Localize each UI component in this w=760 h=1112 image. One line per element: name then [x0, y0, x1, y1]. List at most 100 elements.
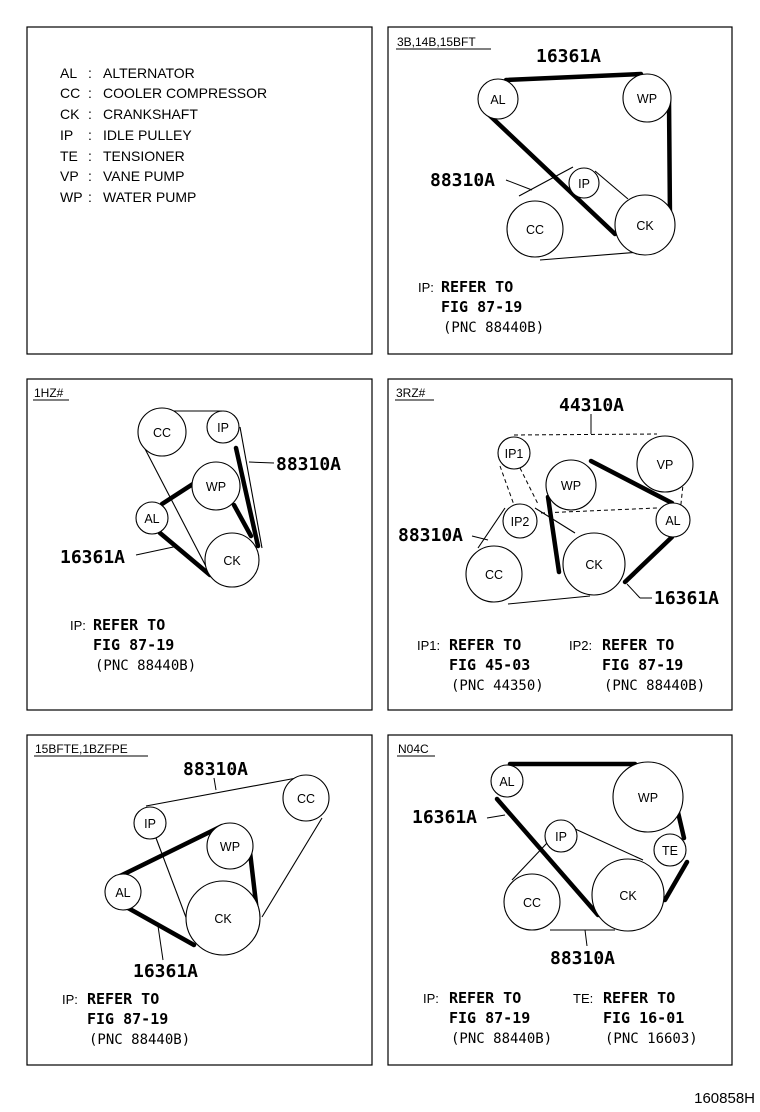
- water-pump-pulley: [612, 761, 684, 833]
- legend-sep: :: [88, 148, 92, 164]
- belt-16361a-segment: [483, 109, 618, 237]
- ref-prefix: IP1:: [417, 638, 440, 653]
- ref-line: REFER TO: [602, 636, 674, 654]
- ref-line: REFER TO: [449, 989, 521, 1007]
- illustration-code: 160858H: [694, 1090, 755, 1107]
- ref-prefix: IP:: [70, 618, 86, 633]
- cooler-compressor-pulley: [282, 774, 330, 822]
- legend-sep: :: [88, 127, 92, 143]
- cooler-compressor-pulley: [503, 873, 561, 931]
- pulley-label: IP: [578, 177, 590, 191]
- legend-sep: :: [88, 65, 92, 81]
- legend-code: VP: [60, 168, 79, 184]
- crankshaft-pulley: [614, 194, 676, 256]
- belt-88310a-segment: [142, 444, 213, 579]
- legend-code: CK: [60, 106, 80, 122]
- part-number-88310a: 88310A: [550, 948, 615, 969]
- water-pump-pulley: [191, 461, 241, 511]
- belt-16361a-segment: [545, 494, 562, 575]
- engine-tag: 15BFTE,1BZFPE: [35, 742, 128, 756]
- idle-pulley-2: [502, 503, 538, 539]
- pulley-label: IP1: [505, 447, 524, 461]
- belt-88310a-segment: [507, 595, 591, 605]
- belt-88310a-segment: [518, 166, 574, 197]
- alternator-pulley: [655, 502, 691, 538]
- crankshaft-pulley: [185, 880, 261, 956]
- legend-sep: :: [88, 106, 92, 122]
- pulley-label: CC: [485, 568, 503, 582]
- ref-prefix: IP:: [62, 992, 78, 1007]
- legend-row-vp: VP : VANE PUMP: [60, 168, 184, 184]
- panel-15bfte-1bzfpe: 15BFTE,1BZFPE IP CC WP AL CK 88310A 1636…: [26, 734, 373, 1066]
- part-number-16361a: 16361A: [536, 46, 601, 67]
- crankshaft-pulley: [591, 858, 665, 932]
- ref-line: FIG 87-19: [93, 636, 174, 654]
- ref-line: FIG 87-19: [87, 1010, 168, 1028]
- panel-frame: [387, 26, 733, 355]
- belt-88310a-segment: [511, 841, 549, 881]
- belt-16361a-segment: [125, 905, 197, 948]
- legend-name: IDLE PULLEY: [103, 127, 192, 143]
- pulley-label: WP: [561, 479, 581, 493]
- legend-code: TE: [60, 148, 78, 164]
- crankshaft-pulley: [204, 532, 260, 588]
- pulley-label: WP: [637, 92, 657, 106]
- alternator-pulley: [104, 873, 142, 911]
- alternator-pulley: [477, 78, 519, 120]
- engine-tag: 1HZ#: [34, 386, 64, 400]
- legend-code: CC: [60, 85, 80, 101]
- part-number-16361a: 16361A: [412, 807, 477, 828]
- engine-tag: 3RZ#: [396, 386, 426, 400]
- leader-line: [135, 545, 179, 556]
- legend-name: WATER PUMP: [103, 189, 196, 205]
- belt-88310a-segment: [572, 827, 644, 861]
- belt-88310a-segment: [261, 817, 323, 918]
- pulley-label: WP: [638, 791, 658, 805]
- pulley-label: IP2: [511, 515, 530, 529]
- belt-88310a-segment: [145, 776, 303, 807]
- pulley-label: AL: [490, 93, 505, 107]
- idle-pulley: [544, 819, 578, 853]
- pulley-label: IP: [144, 817, 156, 831]
- panel-frame: [387, 378, 733, 711]
- ref-line: REFER TO: [441, 278, 513, 296]
- pulley-label: VP: [657, 458, 674, 472]
- legend-row-ip: IP : IDLE PULLEY: [60, 127, 192, 143]
- legend-name: TENSIONER: [103, 148, 185, 164]
- legend-code: AL: [60, 65, 77, 81]
- leader-line: [505, 179, 533, 191]
- legend-code: WP: [60, 189, 83, 205]
- legend-row-al: AL : ALTERNATOR: [60, 65, 195, 81]
- belt-88310a-segment: [239, 426, 263, 549]
- pulley-label: CC: [153, 426, 171, 440]
- belt-16361a-segment: [157, 530, 213, 578]
- legend-row-wp: WP : WATER PUMP: [60, 189, 196, 205]
- part-number-88310a: 88310A: [183, 759, 248, 780]
- ref-line: REFER TO: [93, 616, 165, 634]
- ref-pnc: (PNC 16603): [605, 1031, 698, 1047]
- part-number-44310a: 44310A: [559, 395, 624, 416]
- idle-pulley-1: [497, 436, 531, 470]
- vane-pump-pulley: [636, 435, 694, 493]
- legend-panel: AL : ALTERNATOR CC : COOLER COMPRESSOR C…: [26, 26, 373, 355]
- legend-name: VANE PUMP: [103, 168, 184, 184]
- pulley-label: CK: [585, 558, 603, 572]
- belt-16361a-segment: [666, 97, 673, 223]
- legend-name: ALTERNATOR: [103, 65, 195, 81]
- belt-16361a-segment: [622, 534, 675, 585]
- leader-line: [213, 777, 217, 791]
- belt-88310a-segment: [534, 507, 576, 534]
- belt-88310a-segment: [155, 837, 191, 929]
- pulley-label: CC: [523, 896, 541, 910]
- ref-pnc: (PNC 88440B): [451, 1031, 552, 1047]
- belt-16361a-segment: [231, 502, 254, 539]
- idle-pulley: [568, 167, 600, 199]
- ref-line: FIG 16-01: [603, 1009, 684, 1027]
- panel-1hz: 1HZ# CC IP WP AL CK 88310A 16361A IP: RE…: [26, 378, 373, 711]
- belt-88310a-segment: [539, 251, 641, 261]
- pulley-label: CC: [297, 792, 315, 806]
- legend-sep: :: [88, 85, 92, 101]
- idle-pulley: [206, 410, 240, 444]
- legend-name: CRANKSHAFT: [103, 106, 198, 122]
- ref-line: FIG 45-03: [449, 656, 530, 674]
